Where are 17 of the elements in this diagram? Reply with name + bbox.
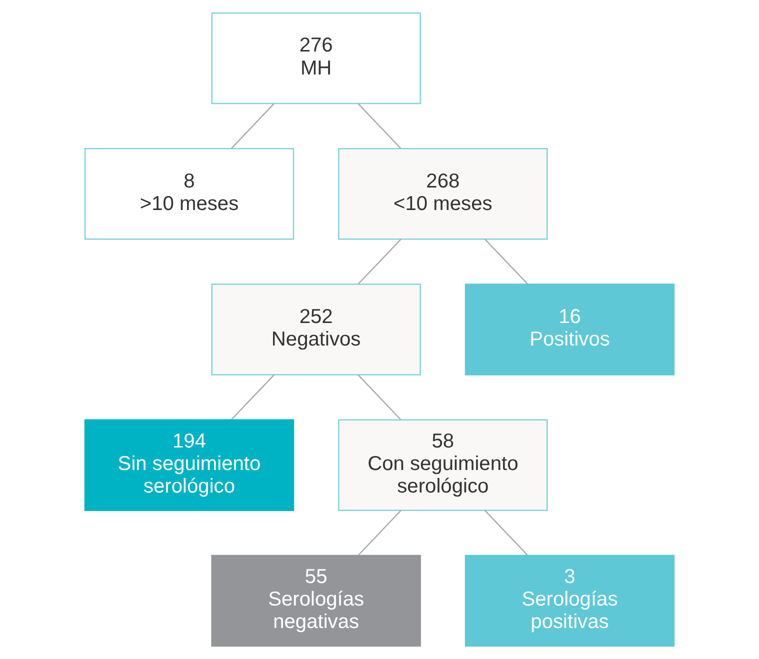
connector [358,103,402,149]
node-box: 58 Con seguimiento serológico [338,419,548,511]
connector [358,374,402,420]
node-box: 55 Serologías negativas [211,554,421,647]
connector [484,238,528,284]
node-box: 276 MH [211,12,421,104]
connector [484,510,528,556]
node-box: 3 Serologías positivas [464,554,675,647]
connector [358,238,402,284]
connector [358,510,402,556]
connector [231,374,275,420]
node-box: 268 <10 meses [338,148,548,240]
connector [231,103,275,149]
node-box: 16 Positivos [464,284,675,376]
node-box: 194 Sin seguimiento serológico [84,419,294,511]
node-box: 8 >10 meses [84,148,294,240]
node-box: 252 Negativos [211,284,421,376]
